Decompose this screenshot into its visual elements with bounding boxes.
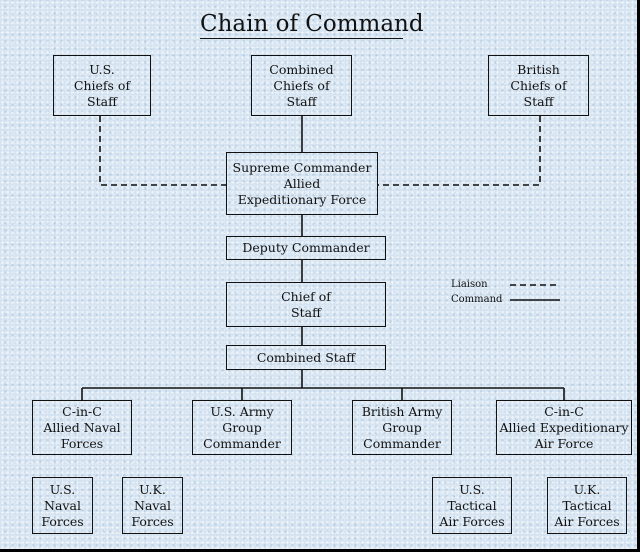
node-chief-of-staff: Chief of Staff [226, 282, 386, 327]
liaison-british-chiefs [378, 116, 541, 186]
legend-command-label: Command [451, 294, 503, 305]
node-cinc-allied-naval-forces: C-in-C Allied Naval Forces [32, 400, 132, 455]
node-cinc-allied-expeditionary-air-force: C-in-C Allied Expeditionary Air Force [496, 400, 632, 455]
node-british-chiefs-of-staff: British Chiefs of Staff [488, 55, 589, 116]
title-underline [200, 38, 403, 39]
node-us-chiefs-of-staff: U.S. Chiefs of Staff [53, 55, 151, 116]
legend-liaison-label: Liaison [451, 279, 488, 290]
node-combined-chiefs-of-staff: Combined Chiefs of Staff [251, 55, 352, 116]
node-supreme-commander: Supreme Commander Allied Expeditionary F… [226, 152, 378, 215]
diagram-title: Chain of Command [200, 11, 424, 37]
node-us-army-group-commander: U.S. Army Group Commander [192, 400, 292, 455]
node-combined-staff: Combined Staff [226, 345, 386, 370]
node-british-army-group-commander: British Army Group Commander [352, 400, 452, 455]
node-us-tactical-air-forces: U.S. Tactical Air Forces [432, 477, 512, 534]
liaison-us-chiefs [99, 116, 226, 186]
node-uk-naval-forces: U.K. Naval Forces [122, 477, 183, 534]
node-deputy-commander: Deputy Commander [226, 236, 386, 260]
node-us-naval-forces: U.S. Naval Forces [32, 477, 93, 534]
node-uk-tactical-air-forces: U.K. Tactical Air Forces [547, 477, 627, 534]
